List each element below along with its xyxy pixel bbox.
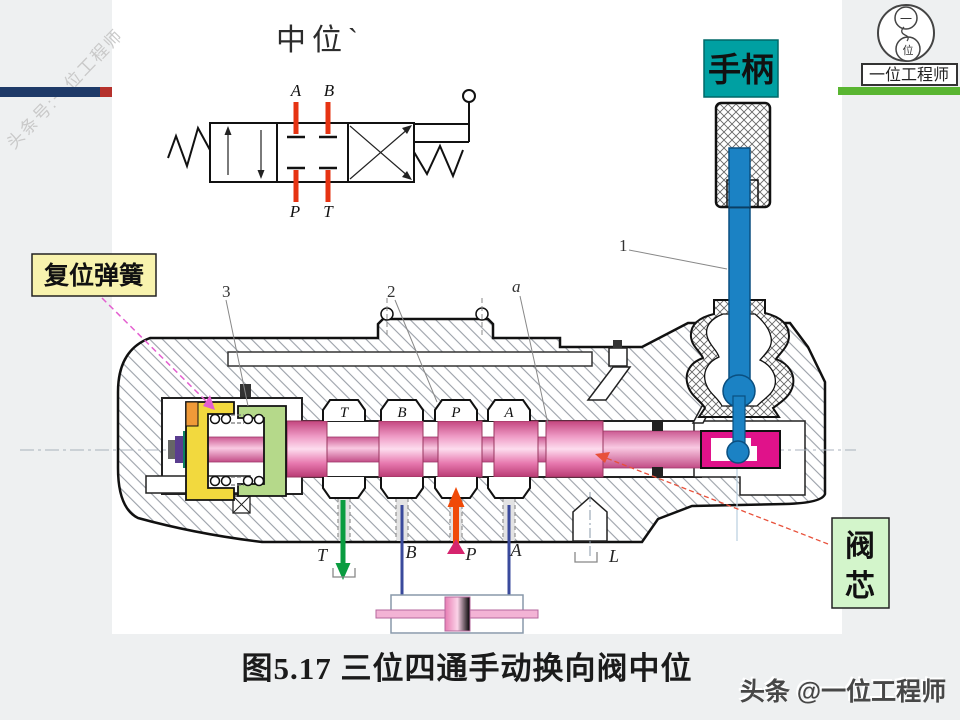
- green-bar: [838, 87, 960, 95]
- logo-hook: [901, 26, 909, 42]
- logo-name: 一位工程师: [869, 66, 949, 84]
- arrow-t-head: [335, 563, 351, 580]
- callout-1: 1: [619, 236, 628, 255]
- tank-bracket-t: [332, 568, 356, 578]
- spool-arrowhead: [595, 452, 610, 463]
- handle-label: 手柄: [708, 51, 774, 88]
- upper-slot-bolt-right: [608, 347, 628, 367]
- callouts: 3 2 a 1 复位弹簧 手柄 阀 芯: [31, 39, 890, 609]
- symbol-box-left: [209, 122, 278, 183]
- tank-bracket-l: [574, 552, 598, 563]
- spring-seat-orange: [185, 401, 199, 427]
- return-spring-label-box: [31, 253, 157, 297]
- port-label-a: A: [510, 540, 523, 560]
- callout-2: 2: [387, 282, 396, 301]
- handle-label-box: [703, 39, 779, 98]
- logo-glyph-bottom: 位: [903, 43, 914, 57]
- symbol-port-b: B: [324, 81, 335, 100]
- symbol-cross-line1: [349, 127, 410, 180]
- lever-rod-lower: [732, 395, 746, 449]
- symbol-title: 中位`: [276, 24, 364, 57]
- logo-glyph-top: 一: [900, 12, 912, 26]
- logo-name-box: [861, 63, 958, 86]
- lever-rod-in-grip: [728, 147, 751, 208]
- lever: [722, 147, 756, 464]
- return-spring-label: 复位弹簧: [44, 261, 144, 290]
- spool-tip-washer: [175, 436, 184, 463]
- navy-bar: [0, 87, 100, 97]
- pressure-triangle: [447, 539, 465, 554]
- handle-grip: [714, 101, 772, 209]
- top-pedestals: T B P A: [322, 399, 531, 421]
- callout-3: 3: [222, 282, 231, 301]
- footer-credit-shadow: 头条 @一位工程师: [738, 675, 944, 704]
- vent-cross: [232, 495, 251, 514]
- leader-2: [394, 299, 438, 403]
- spool-label-char1: 阀: [845, 530, 875, 563]
- lever-end-ball: [726, 440, 750, 464]
- spool-land: [545, 420, 604, 478]
- callout-a: a: [512, 277, 521, 296]
- pedestal-label-t: T: [340, 405, 350, 421]
- upper-slot-pin-right: [613, 340, 622, 348]
- pedestal-label-a: A: [503, 405, 514, 421]
- return-spring-leader: [101, 297, 207, 402]
- return-spring-arrowhead: [203, 395, 215, 410]
- symbol-port-a: A: [290, 81, 302, 100]
- symbol-spring-left: [167, 125, 211, 170]
- arrow-p-head: [447, 487, 465, 507]
- upper-slot: [227, 351, 593, 367]
- spring-seat-right: [237, 405, 287, 497]
- symbol-port-stubs: [293, 102, 331, 202]
- cylinder-schematic: [375, 594, 539, 634]
- logo: 一 位 一位工程师: [838, 4, 960, 95]
- valve-symbol: 中位` A B P T: [167, 24, 476, 221]
- pedestal-label-p: P: [450, 405, 460, 421]
- port-label-b: B: [406, 542, 417, 562]
- detent-wedge-left: [586, 366, 632, 401]
- port-label-t: T: [317, 545, 329, 565]
- symbol-cross-head1: [402, 125, 412, 134]
- logo-top-circle: [894, 6, 918, 30]
- port-label-l: L: [608, 546, 619, 566]
- spool-label-char2: 芯: [845, 570, 875, 603]
- red-bar: [100, 87, 112, 97]
- leader-a: [519, 295, 549, 425]
- symbol-cross-head2: [402, 171, 412, 180]
- leader-1: [628, 249, 728, 270]
- spool-land: [286, 420, 328, 478]
- symbol-arrow-down-head: [257, 170, 265, 179]
- spool-land: [493, 420, 539, 478]
- symbol-arrow-up-head: [224, 126, 232, 135]
- footer-credit: 头条 @一位工程师: [740, 677, 946, 706]
- leader-3: [225, 299, 249, 407]
- symbol-port-blocks: [287, 135, 337, 170]
- symbol-lever-knob: [462, 89, 476, 103]
- spool-tip-nut: [168, 440, 176, 459]
- symbol-box-middle: [276, 122, 349, 183]
- pedestal-label-b: B: [397, 405, 406, 421]
- figure-caption: 图5.17 三位四通手动换向阀中位: [242, 651, 693, 686]
- cylinder-piston: [444, 596, 471, 632]
- spool-label-box: [831, 517, 890, 609]
- return-spring-assembly: [185, 401, 287, 501]
- symbol-port-p: P: [289, 202, 300, 221]
- seal-bottom: [652, 467, 663, 477]
- flow-annotations: T B P A L: [317, 487, 619, 634]
- symbol-cross-line2: [349, 125, 410, 178]
- port-label-p: P: [465, 544, 477, 564]
- bottom-pedestals: [322, 477, 531, 499]
- symbol-spring-right: [413, 143, 464, 179]
- spring-coils: [209, 413, 265, 487]
- spool-land: [437, 420, 483, 478]
- spool-land: [378, 420, 424, 478]
- symbol-port-t: T: [323, 202, 334, 221]
- valve-section: T B P A: [20, 101, 856, 544]
- seal-top: [652, 421, 663, 431]
